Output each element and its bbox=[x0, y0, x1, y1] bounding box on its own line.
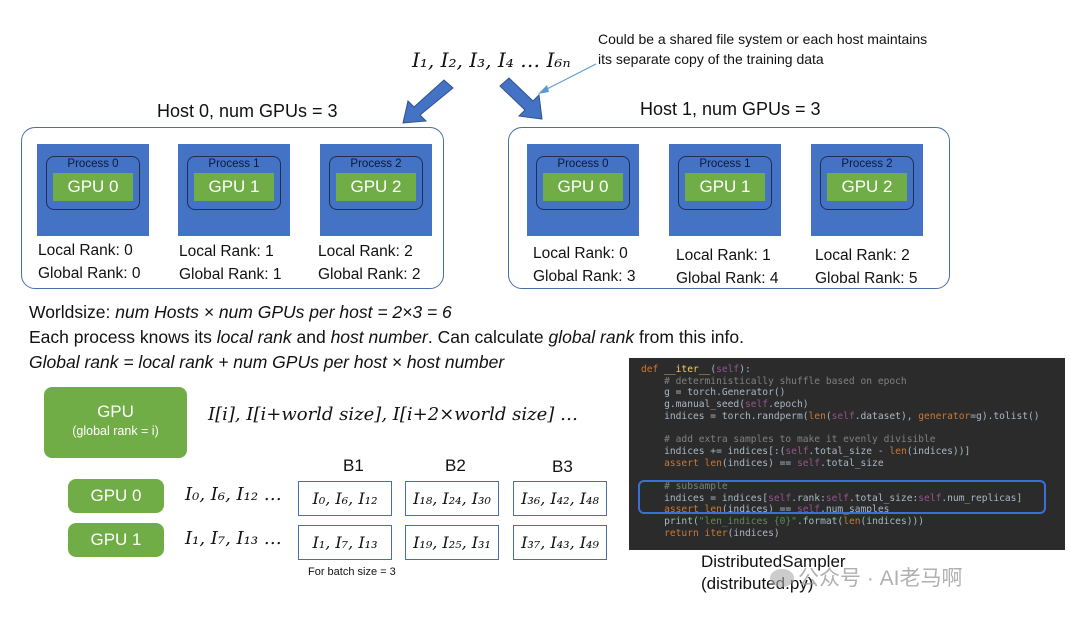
gpu0-batch-b1: I₀, I₆, I₁₂ bbox=[298, 481, 392, 516]
text-fragment: . Can calculate bbox=[427, 327, 549, 347]
process-label: Process 1 bbox=[208, 158, 260, 170]
host1-local-rank-1: Local Rank: 1 bbox=[676, 247, 771, 264]
gpu-label: GPU 1 bbox=[685, 173, 765, 201]
code-caption-line1: DistributedSampler bbox=[701, 552, 846, 571]
host0-global-rank-2: Global Rank: 2 bbox=[318, 266, 421, 283]
code-line: print("len_indices {0}".format(len(indic… bbox=[641, 515, 925, 527]
code-line: indices += indices[:(self.total_size - l… bbox=[641, 445, 971, 457]
wechat-icon bbox=[770, 569, 794, 587]
code-line: g.manual_seed(self.epoch) bbox=[641, 399, 809, 411]
code-line: indices = indices[self.rank:self.total_s… bbox=[641, 492, 1023, 504]
storage-note-line1: Could be a shared file system or each ho… bbox=[598, 31, 928, 47]
code-line: return iter(indices) bbox=[641, 527, 780, 539]
host1-global-rank-2: Global Rank: 5 bbox=[815, 270, 918, 287]
generic-sequence: I[i], I[i+world size], I[i+2×world size]… bbox=[208, 404, 578, 425]
host0-global-rank-0: Global Rank: 0 bbox=[38, 265, 141, 282]
code-line: # add extra samples to make it evenly di… bbox=[641, 434, 936, 446]
gpu1-batch-b2: I₁₉, I₂₅, I₃₁ bbox=[405, 525, 499, 560]
code-line bbox=[641, 422, 1040, 434]
host1-process-1: Process 1 GPU 1 bbox=[669, 144, 781, 236]
host1-local-rank-0: Local Rank: 0 bbox=[533, 245, 628, 262]
text-fragment: and bbox=[291, 327, 331, 347]
arrow-to-host0 bbox=[402, 79, 454, 124]
storage-note: Could be a shared file system or each ho… bbox=[598, 29, 927, 69]
batch-header-b1: B1 bbox=[343, 456, 364, 475]
generic-sequence-text: I[i], I[i+world size], I[i+2×world size]… bbox=[208, 404, 579, 425]
code-line: assert len(indices) == self.num_samples bbox=[641, 504, 890, 516]
gpu-generic: GPU (global rank = i) bbox=[44, 387, 187, 458]
gpu0-batch-b2: I₁₈, I₂₄, I₃₀ bbox=[405, 481, 499, 516]
gpu-label: GPU 0 bbox=[543, 173, 623, 201]
global-rank-formula: Global rank = local rank + num GPUs per … bbox=[29, 352, 504, 373]
host1-process-2: Process 2 GPU 2 bbox=[811, 144, 923, 236]
text-fragment: Each process knows its bbox=[29, 327, 217, 347]
global-rank-formula-text: Global rank = local rank + num GPUs per … bbox=[29, 352, 505, 372]
gpu-label: GPU 2 bbox=[827, 173, 907, 201]
host0-process-0: Process 0 GPU 0 bbox=[37, 144, 149, 236]
text-fragment: from this info. bbox=[634, 327, 744, 347]
note-pointer bbox=[544, 63, 597, 91]
code-line: assert len(indices) == self.total_size bbox=[641, 457, 884, 469]
text-fragment: host number bbox=[330, 327, 428, 347]
host0-process-1: Process 1 GPU 1 bbox=[178, 144, 290, 236]
flow-arrows bbox=[402, 63, 597, 124]
process-label: Process 0 bbox=[67, 158, 119, 170]
code-line: def __iter__(self): bbox=[641, 364, 751, 375]
gpu-generic-subtitle: (global rank = i) bbox=[72, 424, 159, 438]
process-label: Process 0 bbox=[557, 158, 609, 170]
host0-process-2: Process 2 GPU 2 bbox=[320, 144, 432, 236]
data-sequence: I₁, I₂, I₃, I₄ … I₆ₙ bbox=[412, 48, 571, 72]
storage-note-line2: its separate copy of the training data bbox=[598, 51, 824, 67]
code-highlight-box bbox=[638, 480, 1046, 514]
gpu1-sequence: I₁, I₇, I₁₃ … bbox=[185, 528, 282, 549]
arrow-to-host1 bbox=[499, 77, 543, 120]
watermark: 公众号 · AI老马啊 bbox=[770, 562, 963, 592]
text-fragment: global rank bbox=[548, 327, 635, 347]
worldsize-formula: num Hosts × num GPUs per host = 2×3 = 6 bbox=[115, 302, 452, 322]
gpu0-sequence: I₀, I₆, I₁₂ … bbox=[185, 484, 282, 505]
host1-process-0: Process 0 GPU 0 bbox=[527, 144, 639, 236]
host1-local-rank-2: Local Rank: 2 bbox=[815, 247, 910, 264]
code-line: # subsample bbox=[641, 480, 728, 492]
worldsize-line: Worldsize: num Hosts × num GPUs per host… bbox=[29, 302, 452, 323]
host1-global-rank-1: Global Rank: 4 bbox=[676, 270, 779, 287]
process-label: Process 1 bbox=[699, 158, 751, 170]
worldsize-label: Worldsize: bbox=[29, 302, 116, 322]
code-line: # deterministically shuffle based on epo… bbox=[641, 375, 907, 387]
gpu0-pill: GPU 0 bbox=[68, 479, 164, 513]
batch-size-footnote: For batch size = 3 bbox=[308, 566, 396, 578]
gpu-label: GPU 1 bbox=[194, 173, 274, 201]
watermark-text: 公众号 · AI老马啊 bbox=[798, 567, 963, 590]
batch-header-b3: B3 bbox=[552, 457, 573, 476]
host0-local-rank-1: Local Rank: 1 bbox=[179, 243, 274, 260]
host0-local-rank-2: Local Rank: 2 bbox=[318, 243, 413, 260]
gpu1-batch-b3: I₃₇, I₄₃, I₄₉ bbox=[513, 525, 607, 560]
process-label: Process 2 bbox=[350, 158, 402, 170]
gpu1-pill: GPU 1 bbox=[68, 523, 164, 557]
rank-explanation-line: Each process knows its local rank and ho… bbox=[29, 327, 744, 348]
code-line: indices = torch.randperm(len(self.datase… bbox=[641, 410, 1040, 422]
code-snippet: def __iter__(self): # deterministically … bbox=[629, 358, 1065, 550]
text-fragment: local rank bbox=[216, 327, 292, 347]
batch-header-b2: B2 bbox=[445, 456, 466, 475]
host0-local-rank-0: Local Rank: 0 bbox=[38, 242, 133, 259]
gpu-label: GPU 0 bbox=[53, 173, 133, 201]
gpu-label: GPU 2 bbox=[336, 173, 416, 201]
code-line: g = torch.Generator() bbox=[641, 387, 786, 399]
gpu0-batch-b3: I₃₆, I₄₂, I₄₈ bbox=[513, 481, 607, 516]
host1-global-rank-0: Global Rank: 3 bbox=[533, 268, 636, 285]
process-label: Process 2 bbox=[841, 158, 893, 170]
gpu-generic-title: GPU bbox=[97, 402, 134, 421]
host0-title: Host 0, num GPUs = 3 bbox=[157, 101, 338, 121]
host0-global-rank-1: Global Rank: 1 bbox=[179, 266, 282, 283]
host1-title: Host 1, num GPUs = 3 bbox=[640, 99, 821, 119]
gpu1-batch-b1: I₁, I₇, I₁₃ bbox=[298, 525, 392, 560]
